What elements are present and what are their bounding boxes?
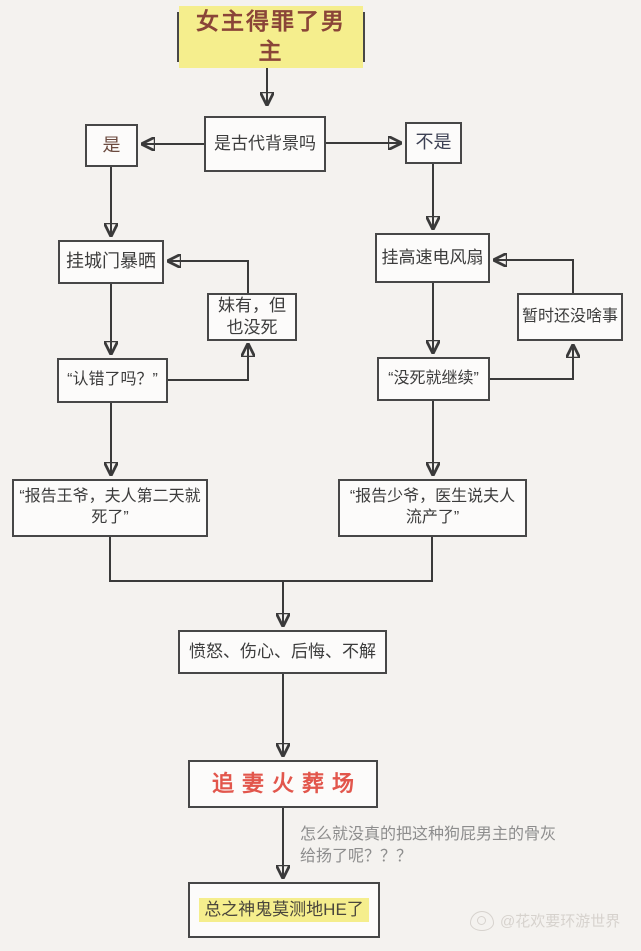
node-branch-yes: 是 — [85, 124, 138, 167]
ancient-step2-label: “认错了吗？” — [67, 371, 158, 389]
ancient-loopback-label: 妹有，但 也没死 — [218, 295, 286, 337]
ancient-result-label: “报告王爷，夫人第二天就 死了” — [19, 488, 201, 526]
merge-lines — [109, 537, 433, 582]
node-title-label: 女主得罪了男主 — [179, 6, 363, 68]
ancient-step1-label: 挂城门暴晒 — [66, 251, 156, 272]
side-annotation: 怎么就没真的把这种狗屁男主的骨灰 给扬了呢？？？ — [300, 826, 557, 865]
node-modern-loopback: 暂时还没啥事 — [517, 293, 623, 341]
node-ending: 总之神鬼莫测地HE了 — [188, 882, 380, 938]
watermark-text: @花欢要环游世界 — [500, 913, 621, 930]
modern-step2-label: “没死就继续” — [388, 369, 479, 387]
node-ancient-step2-admit: “认错了吗？” — [57, 358, 168, 403]
arrow-loop-to-citygate — [170, 261, 249, 293]
node-trope-crematorium: 追妻火葬场 — [188, 760, 378, 808]
modern-result-label: “报告少爷，医生说夫人 流产了” — [349, 488, 516, 526]
arrow-admit-to-loop — [168, 346, 248, 381]
emotions-label: 愤怒、伤心、后悔、不解 — [189, 641, 376, 661]
node-ancient-loopback: 妹有，但 也没死 — [207, 293, 297, 341]
weibo-logo-icon — [470, 910, 494, 931]
ending-label: 总之神鬼莫测地HE了 — [199, 897, 369, 923]
modern-step1-label: 挂高速电风扇 — [381, 247, 484, 267]
node-branch-no: 不是 — [405, 122, 462, 164]
node-emotions: 愤怒、伤心、后悔、不解 — [178, 630, 387, 674]
watermark: @花欢要环游世界 — [470, 910, 620, 931]
node-modern-step2-continue: “没死就继续” — [377, 357, 490, 401]
modern-loopback-label: 暂时还没啥事 — [521, 307, 618, 325]
node-modern-result: “报告少爷，医生说夫人 流产了” — [338, 479, 527, 537]
node-modern-step1-fan: 挂高速电风扇 — [375, 233, 490, 283]
node-ancient-result: “报告王爷，夫人第二天就 死了” — [12, 479, 208, 537]
trope-label: 追妻火葬场 — [211, 770, 362, 796]
node-decision-ancient-setting: 是古代背景吗 — [204, 116, 326, 172]
branch-no-label: 不是 — [415, 132, 452, 153]
branch-yes-label: 是 — [102, 134, 121, 155]
node-ancient-step1-citygate: 挂城门暴晒 — [58, 240, 164, 284]
node-title: 女主得罪了男主 — [177, 6, 365, 68]
arrow-continue-to-loop — [490, 347, 573, 380]
arrow-loop-to-fan — [496, 260, 574, 293]
node-decision-label: 是古代背景吗 — [214, 133, 316, 153]
